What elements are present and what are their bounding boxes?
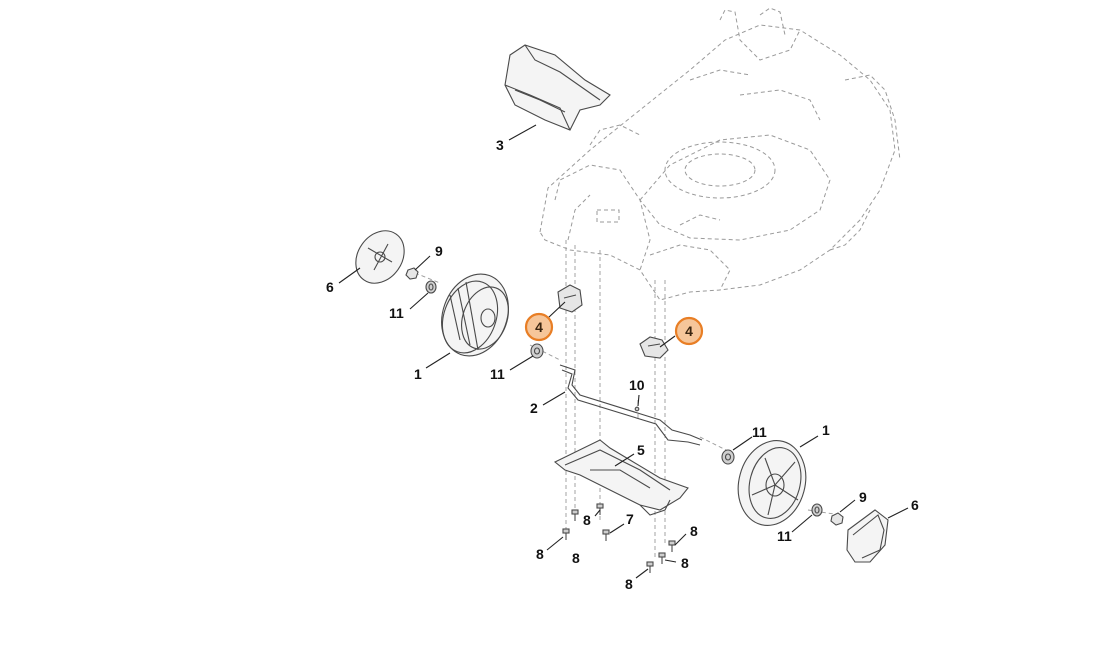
callout-8-a[interactable]: 8 [583,512,591,528]
screw [658,552,666,564]
mower-housing [539,7,901,301]
bearing-left-inner [530,343,544,359]
height-bracket-right [639,336,669,359]
callout-11-right-inner[interactable]: 11 [752,424,767,440]
leader-lines [338,124,909,579]
hubcap-left [355,230,405,284]
callout-4-right-highlight[interactable]: 4 [674,316,704,346]
height-bracket-left [557,284,583,313]
bearing-right-outer [811,503,823,517]
callout-8-f[interactable]: 8 [625,576,633,592]
callout-1-right[interactable]: 1 [822,422,830,438]
callout-1-left[interactable]: 1 [414,366,422,382]
callout-11-left-outer[interactable]: 11 [389,305,404,321]
callout-3[interactable]: 3 [496,137,504,153]
callout-8-e[interactable]: 8 [681,555,689,571]
nut-right [830,512,844,526]
axle-part [559,364,703,446]
callout-4-left[interactable]: 4 [535,319,543,335]
callout-8-d[interactable]: 8 [690,523,698,539]
callouts: 3 6 9 11 4 1 11 4 10 2 11 1 5 9 6 8 7 8 … [326,137,919,592]
screw [668,540,676,552]
callout-11-left-inner[interactable]: 11 [490,366,505,382]
rear-cover-part [504,44,611,131]
callout-10[interactable]: 10 [629,377,645,393]
callout-4-right[interactable]: 4 [685,323,693,339]
screws [562,503,676,573]
callout-5[interactable]: 5 [637,442,645,458]
bolt [602,529,610,541]
wheel-left [441,273,509,357]
screw [596,503,604,515]
callout-6-left[interactable]: 6 [326,279,334,295]
screw [571,509,579,521]
nut-left [405,267,419,280]
skid-plate [553,439,689,516]
bearing-right-inner [721,449,735,465]
screw [562,528,570,540]
pin-part [634,406,640,412]
screw [646,561,654,573]
hubcap-right [846,509,889,563]
callout-11-right-outer[interactable]: 11 [777,528,792,544]
callout-8-b[interactable]: 8 [536,546,544,562]
callout-2[interactable]: 2 [530,400,538,416]
callout-6-right[interactable]: 6 [911,497,919,513]
bearing-left-outer [425,280,437,294]
wheel-right [737,440,807,526]
callout-9-left[interactable]: 9 [435,243,443,259]
callout-7[interactable]: 7 [626,511,634,527]
callout-9-right[interactable]: 9 [859,489,867,505]
callout-8-c[interactable]: 8 [572,550,580,566]
callout-4-left-highlight[interactable]: 4 [524,312,554,342]
